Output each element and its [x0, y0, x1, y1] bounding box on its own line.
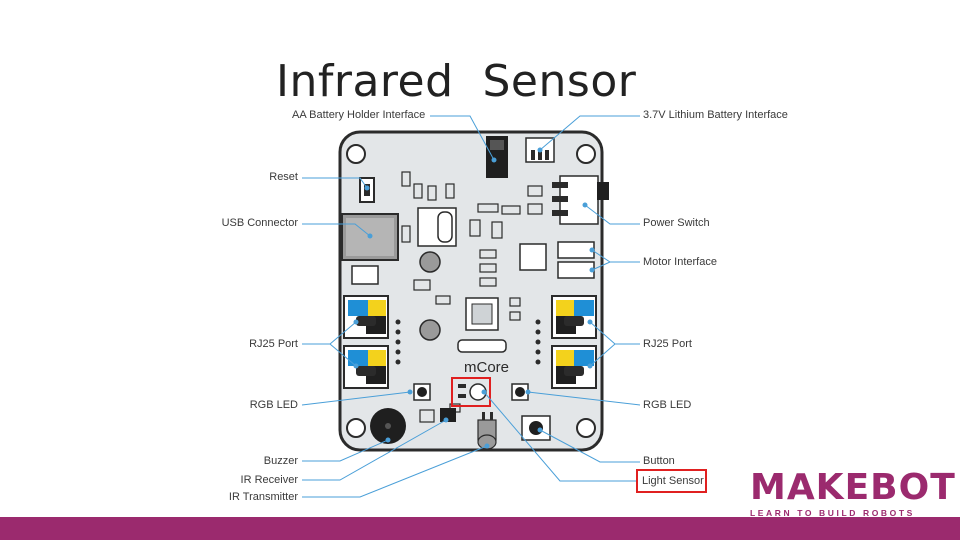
leader-line — [589, 343, 616, 367]
label-ir-receiver: IR Receiver — [240, 474, 298, 486]
label-rj25-right: RJ25 Port — [643, 338, 692, 350]
makebot-logo: MAKEBOT LEARN TO BUILD ROBOTS — [750, 467, 956, 519]
motor-interface-1 — [557, 241, 595, 259]
label-buzzer: Buzzer — [263, 455, 298, 467]
label-button: Button — [643, 455, 675, 467]
mount-hole — [346, 418, 366, 438]
label-usb-connector: USB Connector — [221, 217, 298, 229]
mcore-board — [338, 130, 604, 452]
leader-line — [584, 204, 640, 225]
capacitor — [419, 251, 441, 273]
rj25-port-right-bottom — [551, 345, 597, 389]
footer-bar — [0, 517, 960, 540]
leader-line — [430, 115, 495, 161]
mount-hole — [576, 418, 596, 438]
leader-line — [591, 261, 611, 271]
logo-wordmark: MAKEBOT — [750, 467, 956, 508]
leader-line — [483, 391, 636, 482]
leader-line — [302, 439, 389, 462]
label-motor-interface: Motor Interface — [643, 256, 717, 268]
rj25-port-right-top — [551, 295, 597, 339]
leader-line — [302, 445, 488, 498]
capacitor — [419, 319, 441, 341]
board-silkscreen: mCore — [464, 359, 509, 376]
leader-line — [302, 223, 371, 237]
leader-line — [539, 115, 640, 151]
label-lithium-battery: 3.7V Lithium Battery Interface — [643, 109, 788, 121]
ir-transmitter — [477, 434, 497, 450]
slide-title: Infrared Sensor — [276, 56, 637, 107]
label-rgb-led-right: RGB LED — [643, 399, 692, 411]
leader-line — [301, 391, 411, 406]
label-ir-transmitter: IR Transmitter — [228, 491, 298, 503]
motor-interface-2 — [557, 261, 595, 279]
leader-line — [329, 343, 357, 367]
silkscreen-plate — [457, 339, 507, 353]
rj25-port-left-top — [343, 295, 389, 339]
label-rj25-left: RJ25 Port — [249, 338, 298, 350]
chip — [519, 243, 547, 271]
label-reset: Reset — [269, 171, 298, 183]
label-aa-battery: AA Battery Holder Interface — [292, 109, 426, 121]
leader-line — [539, 429, 640, 463]
label-light-sensor: Light Sensor — [642, 475, 704, 487]
rj25-port-left-bottom — [343, 345, 389, 389]
rgb-led-left — [413, 383, 431, 401]
leader-line — [302, 419, 447, 481]
light-sensor-highlight — [636, 469, 707, 493]
leader-line — [527, 391, 641, 406]
leader-line — [302, 177, 368, 189]
mount-hole — [576, 144, 596, 164]
mount-hole — [346, 144, 366, 164]
label-rgb-led-left: RGB LED — [249, 399, 298, 411]
logo-tagline: LEARN TO BUILD ROBOTS — [750, 508, 915, 518]
header — [351, 265, 379, 285]
label-power-switch: Power Switch — [643, 217, 710, 229]
